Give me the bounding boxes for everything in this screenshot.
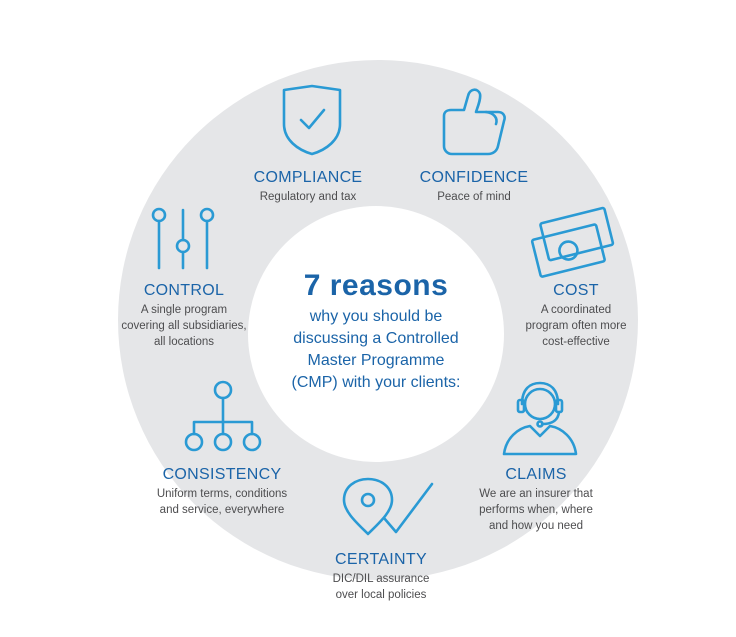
reason-claims: CLAIMS We are an insurer that performs w… — [468, 465, 604, 534]
reason-confidence: CONFIDENCE Peace of mind — [394, 168, 554, 205]
hierarchy-icon — [182, 380, 264, 454]
location-check-icon — [340, 476, 436, 540]
reason-desc-line: A single program — [140, 304, 228, 316]
reason-desc: Peace of mind — [394, 189, 554, 205]
reason-desc-line: We are an insurer that — [479, 488, 593, 500]
reason-desc-line: all locations — [153, 336, 215, 348]
reason-title: CERTAINTY — [335, 551, 427, 568]
reason-title: CONFIDENCE — [419, 169, 529, 186]
center-title: 7 reasons — [303, 269, 449, 302]
shield-check-icon — [280, 84, 344, 156]
center-line: why you should be — [309, 307, 443, 325]
inner-circle — [248, 206, 504, 462]
reason-desc-line: and how you need — [489, 520, 583, 532]
reason-desc-line: and service, everywhere — [159, 504, 285, 516]
center-subtitle: why you should be discussing a Controlle… — [248, 306, 504, 394]
reason-desc-line: A coordinated — [540, 304, 612, 316]
thumbs-up-icon — [438, 84, 508, 158]
reason-desc-line: DIC/DIL assurance — [332, 573, 430, 585]
center-statement: 7 reasons why you should be discussing a… — [248, 270, 504, 394]
reason-desc-line: Regulatory and tax — [259, 191, 357, 203]
reason-desc-line: covering all subsidiaries, — [121, 320, 247, 332]
reason-desc-line: program often more — [525, 320, 627, 332]
reason-title: CLAIMS — [505, 466, 567, 483]
reason-desc-line: Peace of mind — [437, 191, 511, 203]
reason-cost: COST A coordinated program often more co… — [508, 281, 644, 350]
reason-desc-line: over local policies — [335, 589, 427, 601]
center-line: discussing a Controlled — [293, 329, 459, 347]
reason-title: CONTROL — [143, 282, 225, 299]
reason-desc: A single program covering all subsidiari… — [110, 302, 258, 350]
reason-title: CONSISTENCY — [162, 466, 282, 483]
reason-desc: We are an insurer that performs when, wh… — [468, 486, 604, 534]
reason-desc: Regulatory and tax — [228, 189, 388, 205]
center-line: Master Programme — [307, 351, 445, 369]
reason-compliance: COMPLIANCE Regulatory and tax — [228, 168, 388, 205]
headset-agent-icon — [500, 380, 580, 458]
reason-desc: Uniform terms, conditions and service, e… — [136, 486, 308, 518]
reason-consistency: CONSISTENCY Uniform terms, conditions an… — [136, 465, 308, 518]
reason-certainty: CERTAINTY DIC/DIL assurance over local p… — [306, 550, 456, 603]
sliders-icon — [148, 206, 218, 272]
reason-title: COMPLIANCE — [253, 169, 363, 186]
reason-title: COST — [553, 282, 599, 299]
reason-desc-line: cost-effective — [542, 336, 610, 348]
reason-desc: A coordinated program often more cost-ef… — [508, 302, 644, 350]
banknotes-icon — [528, 206, 620, 280]
reason-desc-line: performs when, where — [479, 504, 593, 516]
reason-control: CONTROL A single program covering all su… — [110, 281, 258, 350]
center-line: (CMP) with your clients: — [291, 373, 461, 391]
reason-desc: DIC/DIL assurance over local policies — [306, 571, 456, 603]
reason-desc-line: Uniform terms, conditions — [156, 488, 288, 500]
